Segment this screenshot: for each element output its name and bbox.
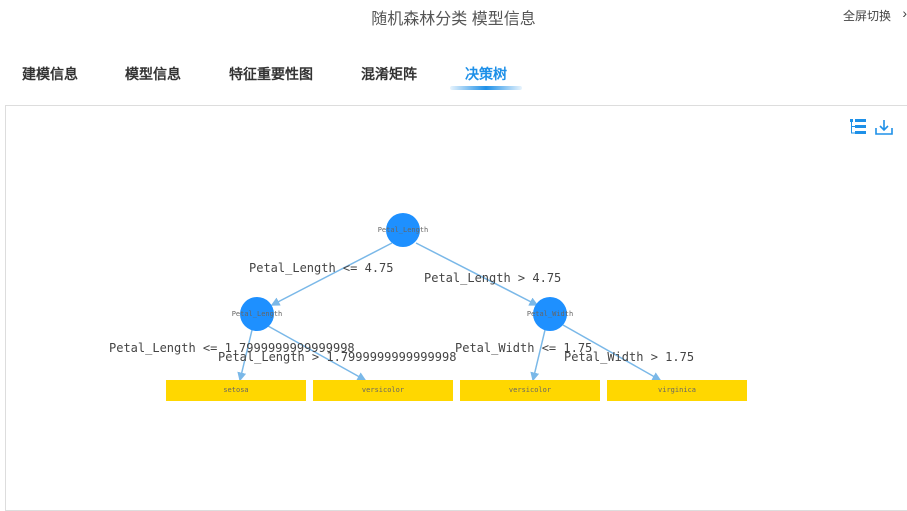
tab-decision-tree[interactable]: 决策树: [465, 66, 507, 82]
fullscreen-toggle[interactable]: 全屏切换: [842, 9, 891, 23]
download-icon[interactable]: [875, 118, 893, 136]
chevron-right-icon[interactable]: ›: [902, 5, 907, 21]
page-title: 随机森林分类 模型信息: [371, 11, 536, 28]
tab-feature-importance[interactable]: 特征重要性图: [229, 66, 313, 82]
tree-view-icon[interactable]: [849, 118, 867, 136]
active-tab-indicator: [450, 86, 522, 90]
tab-confusion-matrix[interactable]: 混淆矩阵: [361, 66, 417, 82]
tab-modeling-info[interactable]: 建模信息: [22, 66, 78, 82]
tab-model-info[interactable]: 模型信息: [125, 66, 181, 82]
tree-panel: [5, 105, 907, 511]
